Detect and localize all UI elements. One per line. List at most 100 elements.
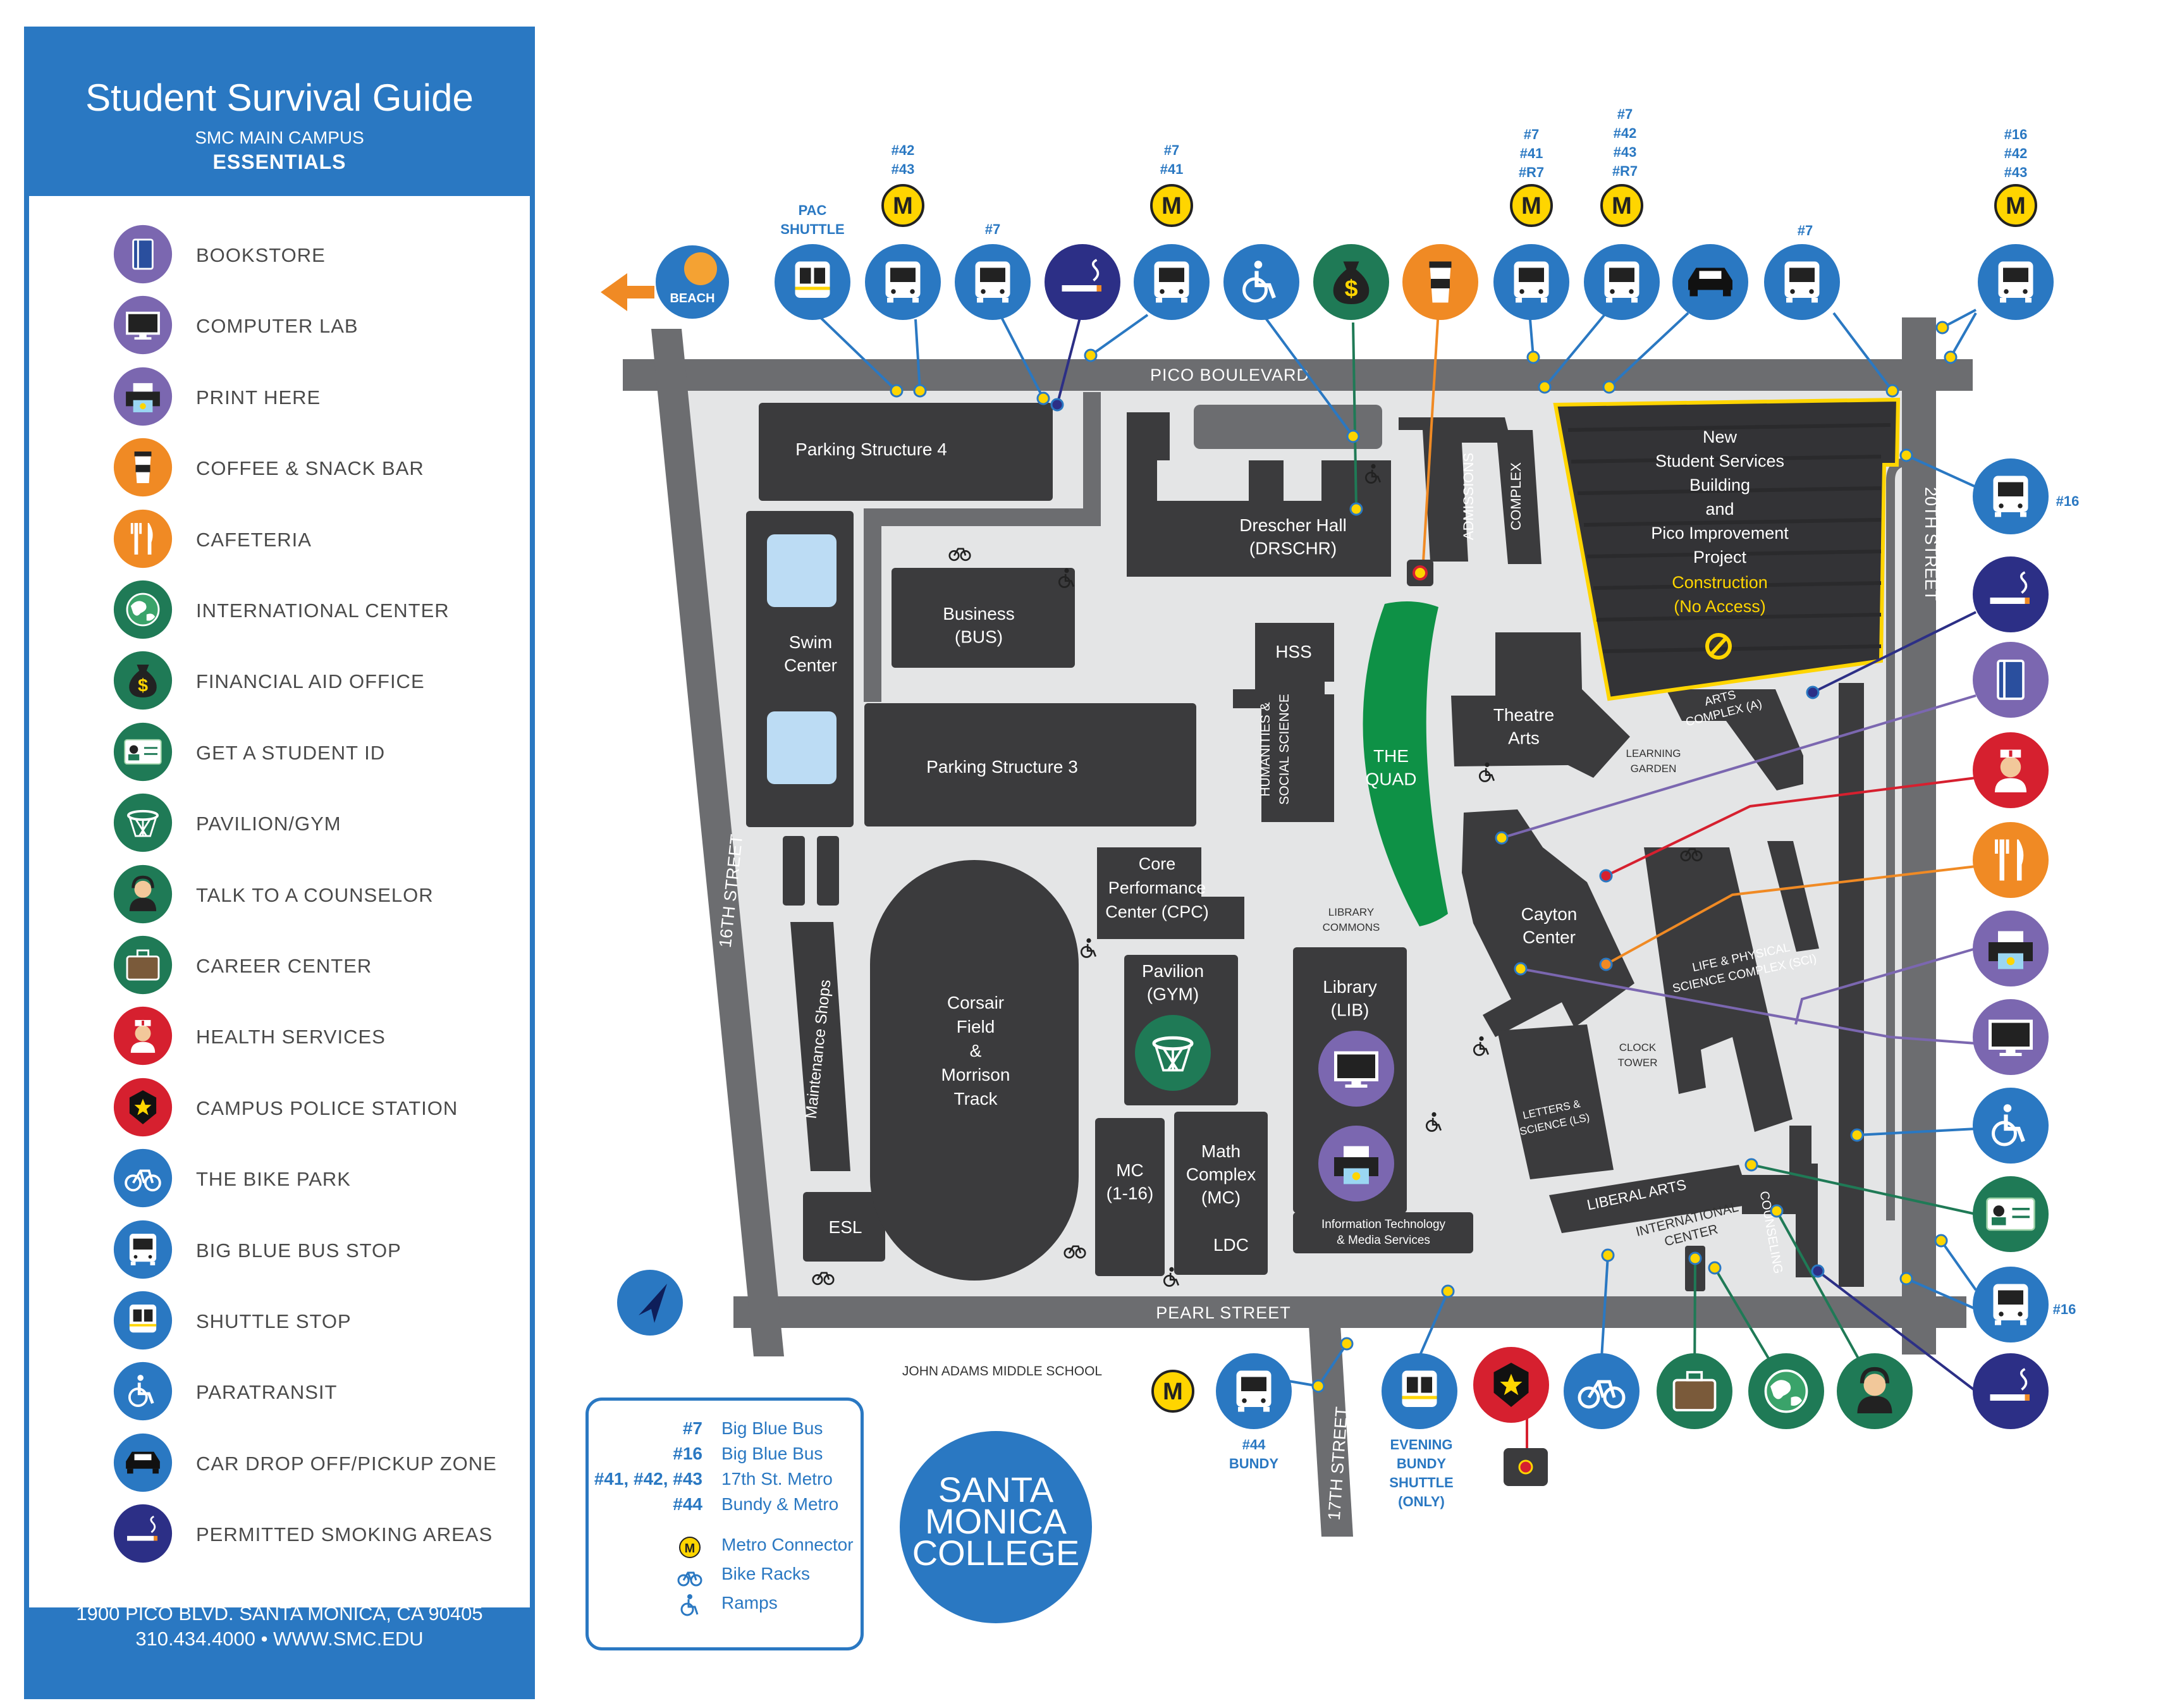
paratransit-icon [1223, 244, 1299, 320]
guide-subtitle-essentials: ESSENTIALS [212, 151, 346, 173]
key-row: #41, #42, #43 17th St. Metro [589, 1469, 861, 1494]
legend-item: SHUTTLE STOP [29, 1290, 530, 1353]
maintenance-shed-2 [817, 836, 839, 906]
book-icon [113, 224, 173, 284]
legend-item: CAR DROP OFF/PICKUP ZONE [29, 1432, 530, 1496]
key-code: #41, #42, #43 [594, 1469, 702, 1489]
key-desc: Bundy & Metro [721, 1494, 839, 1514]
international-center-icon [1748, 1353, 1824, 1429]
connector-dot [1495, 831, 1509, 845]
key-desc: 17th St. Metro [721, 1469, 833, 1489]
theatre-arts [1451, 632, 1630, 778]
callout-line-smoking-right [1812, 611, 1977, 694]
callout-line-bookstore [1501, 694, 1977, 839]
cigarette-icon [113, 1504, 173, 1563]
metro-connector-icon: M [1510, 184, 1553, 227]
construction-hatch [1567, 423, 1891, 653]
life-physical-science-complex [1644, 841, 1819, 1132]
printer-icon [113, 367, 173, 426]
it-media-services [1293, 1212, 1473, 1253]
logo-line-3: COLLEGE [912, 1533, 1080, 1573]
connector-dot [1340, 1337, 1354, 1351]
svg-text:M: M [1612, 193, 1632, 219]
connector-dot [1744, 1158, 1758, 1172]
legend-item-label: GET A STUDENT ID [196, 741, 386, 764]
health-services-icon [1973, 732, 2049, 808]
connector-dot [1899, 448, 1913, 462]
connector-dot [1602, 380, 1616, 394]
sun-icon [684, 252, 717, 285]
utensils-icon [113, 509, 173, 568]
pico-boulevard-road [623, 359, 1973, 391]
bike-rack-icon [677, 1571, 702, 1587]
drescher-hall [1127, 412, 1391, 577]
humanities-social-science-label: HUMANITIES &SOCIAL SCIENCE [1258, 694, 1292, 804]
connector-dot [1934, 1234, 1948, 1248]
police-badge-icon [113, 1078, 173, 1136]
key-desc: Ramps [721, 1593, 778, 1613]
key-desc: Bike Racks [721, 1564, 811, 1583]
parking-structure-4 [759, 403, 1053, 501]
key-row: #44 Bundy & Metro [589, 1494, 861, 1520]
smoking-area-right-icon [1973, 556, 2049, 632]
bike-rack-icon [1680, 848, 1703, 862]
legend-item-label: BIG BLUE BUS STOP [196, 1239, 401, 1262]
callout-line-smoking-top [1056, 312, 1082, 405]
metro-connector-icon: M [881, 184, 924, 227]
legend-item: PRINT HERE [29, 366, 530, 429]
bicycle-icon [113, 1149, 173, 1208]
ramp-icon [1058, 568, 1075, 588]
bus-stop-44-bundy-icon [1216, 1353, 1292, 1429]
ramp-icon [1478, 762, 1495, 782]
svg-text:M: M [893, 193, 913, 219]
pac-shuttle-icon [775, 244, 850, 320]
coffee-icon [113, 438, 173, 497]
police-location-dot [1518, 1459, 1533, 1475]
bus-stop-7-right-icon [1764, 244, 1840, 320]
bus-stop-7-41-icon [1134, 244, 1210, 320]
connector-dot [1538, 380, 1552, 394]
beach-label: BEACH [670, 292, 714, 305]
connector-dot [1806, 685, 1820, 699]
callout-line-bus-7 [1000, 316, 1045, 399]
callout-line-bus-42-43 [914, 319, 921, 391]
legend-header: Student Survival Guide SMC MAIN CAMPUS E… [24, 27, 535, 192]
legend-item: $FINANCIAL AID OFFICE [29, 650, 530, 713]
svg-text:M: M [1521, 193, 1541, 219]
student-id-icon [1973, 1176, 2049, 1252]
callout-line-paratransit-top [1258, 309, 1354, 438]
connector-dot [1526, 350, 1540, 364]
bus-stop-16-bottom-icon [1973, 1267, 2049, 1342]
callout-line-evening-shuttle [1418, 1291, 1449, 1357]
connector-dot [1084, 348, 1098, 362]
guide-subtitle: SMC MAIN CAMPUS [195, 128, 364, 147]
key-row-metro: M Metro Connector [589, 1535, 861, 1560]
connector-dot [1311, 1379, 1325, 1393]
bus-stop-7-41-r7-icon [1493, 244, 1569, 320]
compass-needle-icon [639, 1284, 667, 1323]
callout-line-bike-park [1600, 1255, 1609, 1359]
legend-item-label: COMPUTER LAB [196, 315, 359, 338]
legend-item-label: SHUTTLE STOP [196, 1310, 352, 1332]
legend-item-label: HEALTH SERVICES [196, 1026, 386, 1048]
svg-text:M: M [2006, 193, 2026, 219]
callout-line-computer-lab [1520, 968, 1977, 1045]
ramp-icon [1473, 1036, 1490, 1056]
callout-line-bus-7-42-43-r7 [1543, 312, 1607, 388]
legend-item-label: FINANCIAL AID OFFICE [196, 670, 425, 693]
svg-text:M: M [1161, 193, 1182, 219]
smc-logo [900, 1431, 1092, 1623]
legend-item: CAFETERIA [29, 508, 530, 572]
ramp-icon [1080, 938, 1097, 958]
legend-item: TALK TO A COUNSELOR [29, 864, 530, 927]
svg-text:$: $ [1345, 275, 1358, 302]
svg-text:M: M [1163, 1379, 1183, 1405]
library-label: Library(LIB) [1323, 977, 1377, 1019]
esl-building [803, 1192, 885, 1262]
legend-item-label: CAMPUS POLICE STATION [196, 1097, 458, 1119]
